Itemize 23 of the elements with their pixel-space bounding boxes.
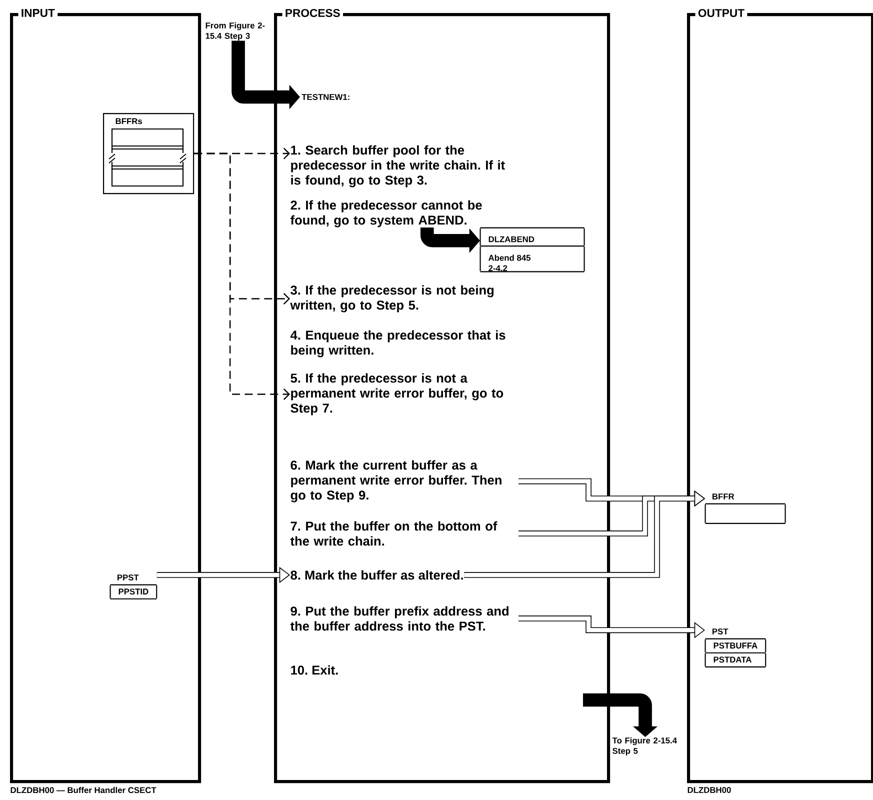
step-text: 5. If the predecessor is not a permanent write error buffer, go to Step 7. xyxy=(290,373,504,416)
block-arrow xyxy=(583,693,658,737)
hollow-arrow xyxy=(464,490,705,578)
step-text: 6. Mark the current buffer as a permanent write error buffer. Then go to Step 9. xyxy=(290,460,502,502)
data-block: BFFR xyxy=(704,494,786,524)
step-text: 7. Put the buffer on the bottom of the write chain. xyxy=(290,521,498,546)
buffer-block: BFFRs xyxy=(103,113,194,194)
step-text: 8. Mark the buffer as altered. xyxy=(290,570,463,580)
step-text: 2. If the predecessor cannot be found, go to system ABEND. xyxy=(290,200,482,228)
data-block: PPST PPSTID xyxy=(110,574,158,600)
step-text: 4. Enqueue the predecessor that is being written. xyxy=(290,330,506,358)
entry-label: TESTNEW1: xyxy=(302,94,350,100)
data-block: PST PSTBUFFA PSTDATA xyxy=(704,628,766,668)
footer-label: DLZDBH00 xyxy=(688,787,731,793)
step-text: 9. Put the buffer prefix address and the buffer address into the PST. xyxy=(290,606,508,631)
step-text: 1. Search buffer pool for the predecessor in the write chain. If it is found, go to Step 3. xyxy=(291,145,505,188)
module-box: DLZABEND Abend 845 2-4.2 xyxy=(480,227,585,272)
step-text: 10. Exit. xyxy=(291,665,338,675)
connector-note: From Figure 2-15.4 Step 3 xyxy=(206,22,265,40)
connector-note: To Figure 2-15.4 Step 5 xyxy=(612,737,677,756)
step-text: 3. If the predecessor is not being written, go to Step 5. xyxy=(290,285,494,312)
dashed-arrow xyxy=(194,152,290,400)
footer-label: DLZDBH00 — Buffer Handler CSECT xyxy=(10,786,156,794)
